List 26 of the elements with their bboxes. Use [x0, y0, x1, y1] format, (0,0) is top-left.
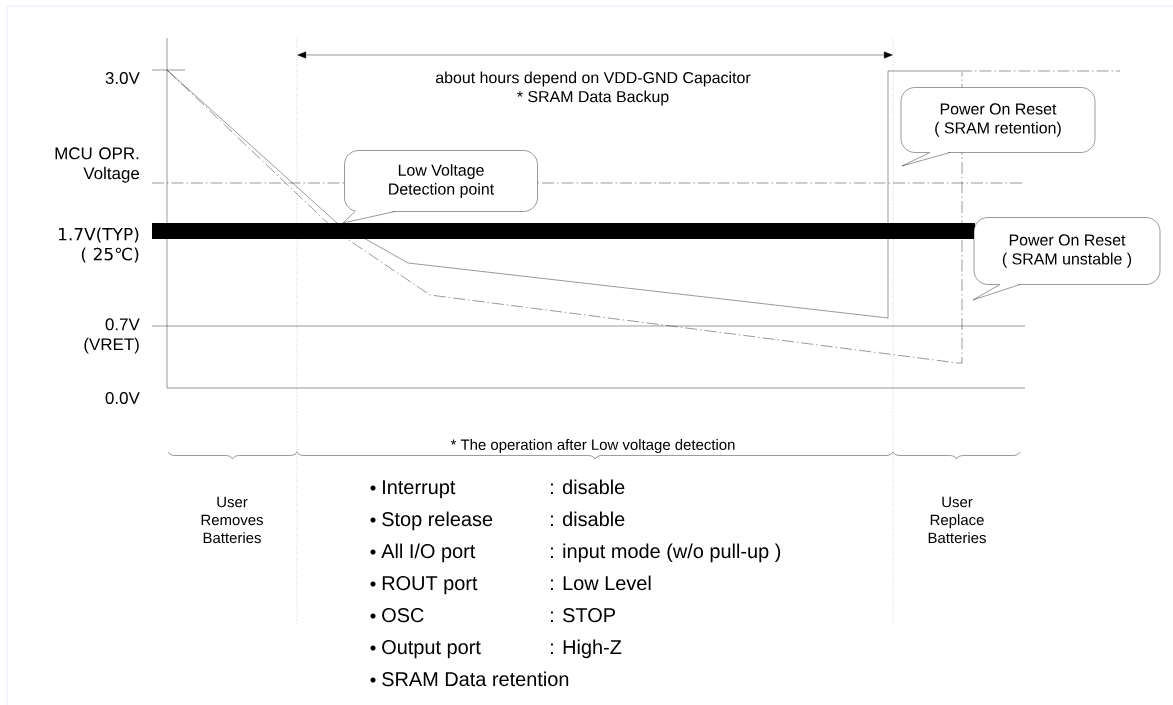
brace-label: User Removes Batteries	[201, 496, 263, 544]
list-item: Stop release	[382, 511, 493, 531]
list-value: : disable	[551, 511, 625, 527]
axis-label: 0.7V (VRET)	[84, 318, 140, 354]
list-item: All I/O port	[381, 543, 476, 563]
list-value: : STOP	[551, 608, 615, 623]
list-item: Interrupt	[383, 480, 456, 499]
list-value: : High-Z	[551, 639, 622, 659]
axis-label: 0.0V	[105, 392, 140, 404]
list-item: Output port	[382, 640, 481, 659]
axis-label: MCU OPR. Voltage	[55, 147, 140, 183]
brace-label: User Replace Batteries	[928, 496, 986, 544]
dimension-label: * SRAM Data Backup	[517, 90, 669, 106]
list-value: : disable	[551, 479, 625, 495]
callout: Low Voltage Detection point	[342, 150, 538, 224]
list-value: : Low Level	[551, 575, 651, 591]
list-item: ROUT port	[382, 576, 478, 595]
brace-label: * The operation after Low voltage detection	[450, 439, 735, 453]
axis-label: 1.7V(TYP) ( 25℃)	[59, 227, 139, 263]
list-item: OSC	[382, 608, 424, 623]
list-value: : input mode (w/o pull-up )	[551, 543, 781, 563]
callout: Power On Reset ( SRAM retention)	[900, 87, 1096, 167]
list-item: SRAM Data retention	[382, 671, 569, 687]
dimension-label: about hours depend on VDD-GND Capacitor	[435, 71, 751, 87]
callout: Power On Reset ( SRAM unstable )	[972, 217, 1161, 301]
axis-label: 3.0V	[105, 72, 140, 84]
